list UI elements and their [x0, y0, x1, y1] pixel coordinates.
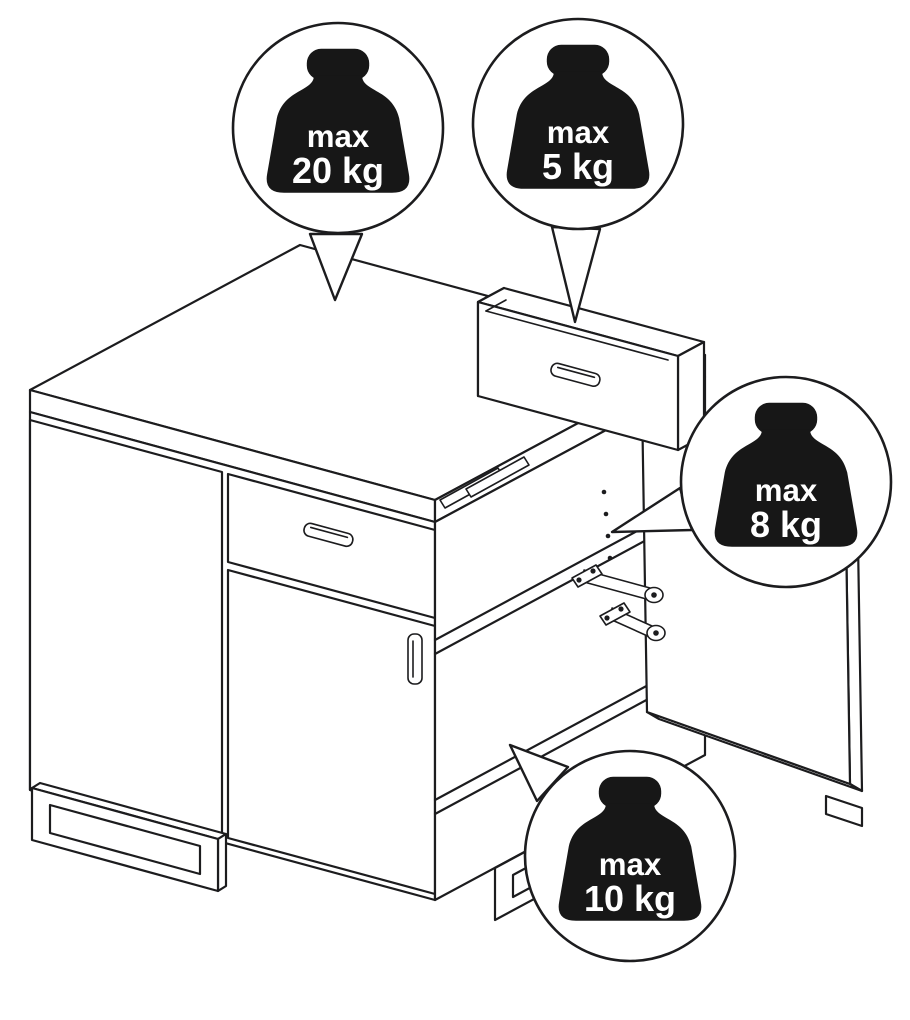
pulled-out-drawer [476, 286, 706, 452]
right-door [226, 568, 437, 896]
left-door [28, 418, 224, 844]
shelf-pin-holes [601, 489, 613, 561]
callout-label: max [307, 119, 370, 154]
hinge-upper [571, 564, 664, 604]
callout-max-10kg: max 10 kg [523, 749, 737, 963]
callout-max-20kg: max 20 kg [231, 21, 445, 235]
drawer-handle [303, 522, 354, 548]
cabinet-illustration [28, 243, 864, 922]
callout-value: 8 kg [750, 504, 822, 545]
pulled-drawer-handle [550, 362, 601, 388]
base-leg-left [30, 781, 228, 893]
door-handle [407, 633, 423, 685]
drawer-slides [439, 456, 530, 509]
front-face [28, 410, 437, 902]
rear-foot [824, 794, 864, 828]
callout-label: max [755, 473, 818, 508]
callout-label: max [547, 115, 610, 150]
callout-value: 5 kg [542, 146, 614, 187]
callout-value: 10 kg [584, 878, 676, 919]
callout-max-8kg: max 8 kg [679, 375, 893, 589]
hinge-lower [599, 602, 666, 642]
callout-label: max [599, 847, 662, 882]
callout-value: 20 kg [292, 150, 384, 191]
callout-max-5kg: max 5 kg [471, 17, 685, 231]
